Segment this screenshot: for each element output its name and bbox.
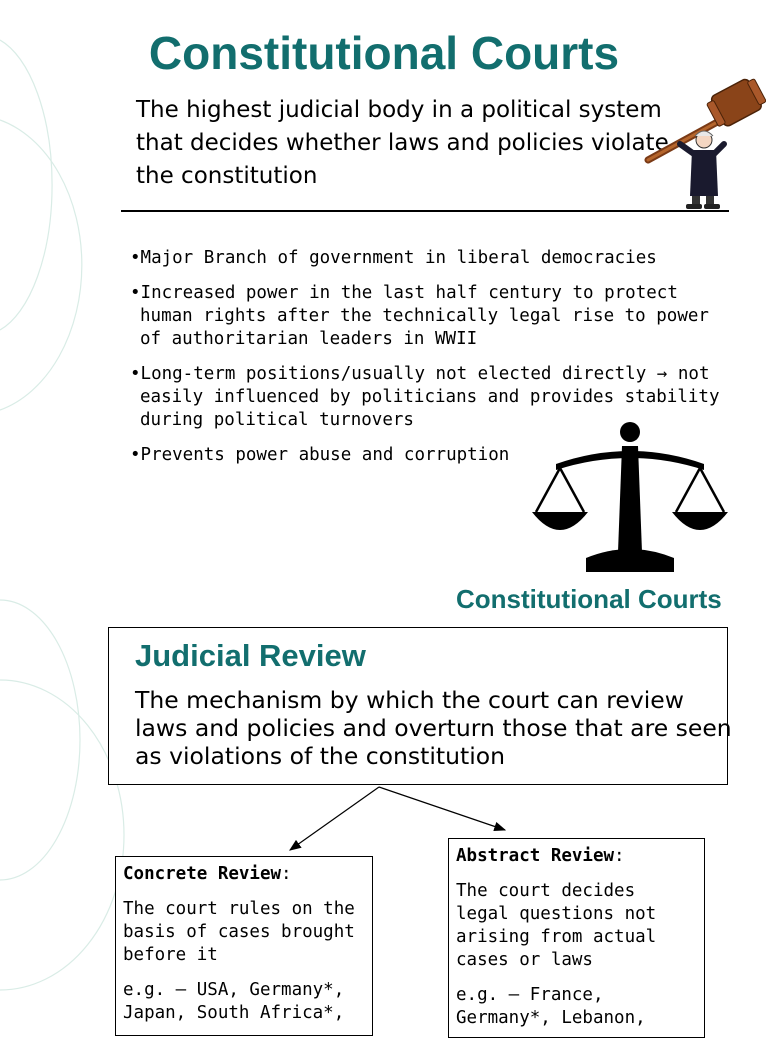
page-title: Constitutional Courts bbox=[148, 27, 620, 79]
concrete-review-examples: e.g. – USA, Germany*, Japan, South Afric… bbox=[123, 980, 345, 1023]
judicial-review-box: Judicial Review The mechanism by which t… bbox=[108, 627, 732, 785]
section-subtitle: Constitutional Courts bbox=[456, 584, 722, 614]
judicial-review-text: The mechanism by which the court can rev… bbox=[135, 686, 732, 770]
bullet-item: •Long-term positions/usually not elected… bbox=[130, 364, 720, 430]
abstract-review-title: Abstract Review bbox=[456, 846, 615, 866]
gavel-judge-icon bbox=[644, 78, 766, 209]
definition-text: The highest judicial body in a political… bbox=[136, 97, 669, 189]
bullet-item: •Major Branch of government in liberal d… bbox=[130, 248, 657, 268]
divider-line bbox=[121, 210, 729, 212]
concrete-review-title: Concrete Review bbox=[123, 864, 282, 884]
bullet-item: •Increased power in the last half centur… bbox=[130, 283, 709, 349]
concrete-review-colon: : bbox=[281, 864, 292, 884]
abstract-review-heading: Abstract Review: bbox=[456, 845, 697, 868]
abstract-review-description: The court decides legal questions not ar… bbox=[456, 881, 657, 970]
judicial-review-title: Judicial Review bbox=[135, 638, 366, 673]
concrete-review-heading: Concrete Review: bbox=[123, 863, 365, 886]
bullet-list: •Major Branch of government in liberal d… bbox=[130, 247, 730, 479]
abstract-review-examples: e.g. – France, Germany*, Lebanon, bbox=[456, 985, 646, 1028]
scales-of-justice-icon bbox=[532, 422, 728, 572]
bullet-item: •Prevents power abuse and corruption bbox=[130, 445, 510, 465]
abstract-review-colon: : bbox=[614, 846, 625, 866]
abstract-review-box: Abstract Review: The court decides legal… bbox=[448, 838, 705, 1038]
concrete-review-box: Concrete Review: The court rules on the … bbox=[115, 856, 373, 1036]
concrete-review-description: The court rules on the basis of cases br… bbox=[123, 899, 355, 965]
